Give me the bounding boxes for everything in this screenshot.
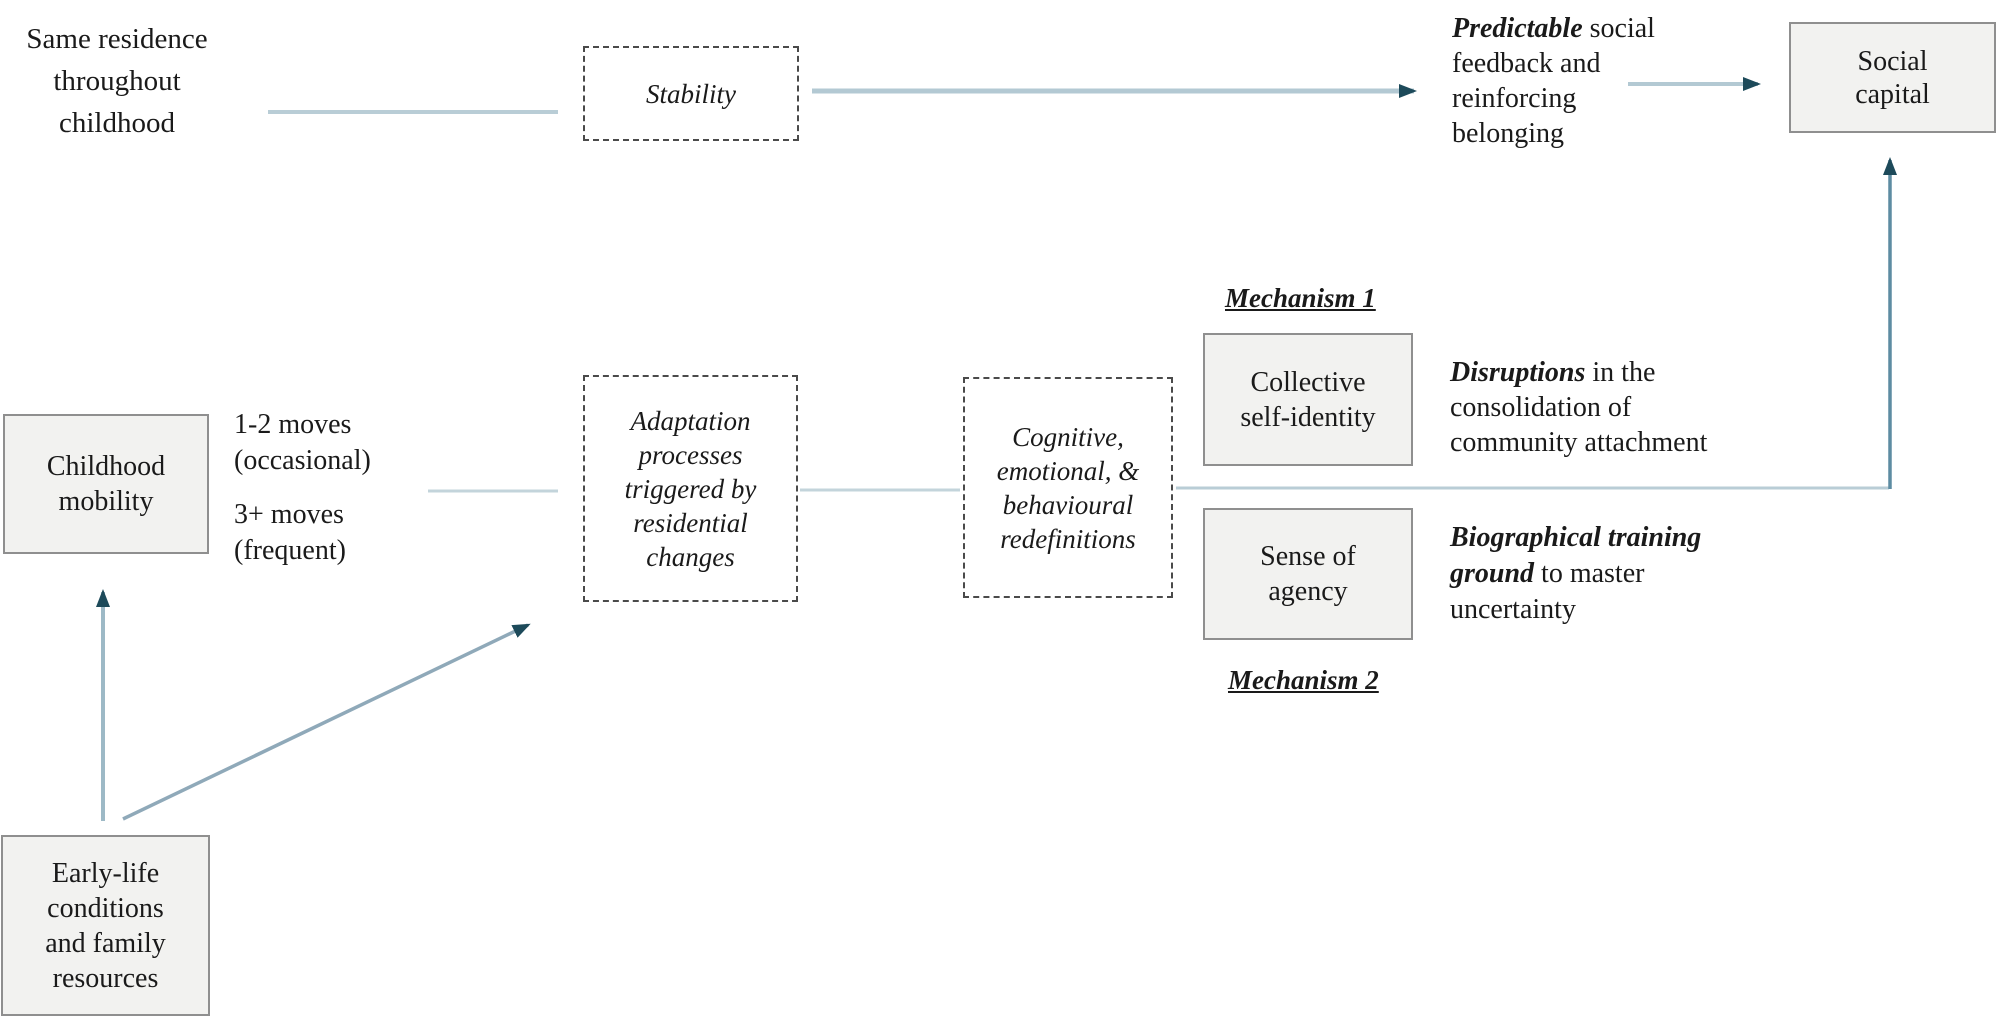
label-line: throughout (53, 65, 181, 97)
label-line: community attachment (1450, 427, 1708, 458)
label-moves-frequent: 3+ moves (frequent) (234, 497, 434, 569)
node-sense-of-agency: Sense of agency (1203, 508, 1413, 640)
label-biographical-training: Biographical training ground to master u… (1450, 520, 1770, 628)
node-label-line: Cognitive, (1012, 421, 1124, 452)
label-line: belonging (1452, 118, 1564, 149)
label-text: social (1582, 13, 1655, 44)
node-cognitive-redefinitions: Cognitive, emotional, & behavioural rede… (963, 377, 1173, 598)
label-text: to master (1534, 558, 1645, 589)
node-early-life-conditions: Early-life conditions and family resourc… (1, 835, 210, 1016)
emphasis-text: Disruptions (1450, 357, 1586, 388)
label-line: feedback and (1452, 48, 1601, 79)
emphasis-text: Biographical training (1450, 522, 1702, 553)
node-label-line: triggered by (624, 473, 757, 504)
node-label-line: Childhood (46, 451, 166, 482)
label-mechanism-2: Mechanism 2 (1228, 665, 1379, 695)
node-label-line: and family (45, 927, 166, 959)
node-label-line: Collective (1250, 366, 1366, 398)
label-mechanism-1: Mechanism 1 (1225, 283, 1376, 313)
label-line: Same residence (26, 23, 208, 55)
label-line: uncertainty (1450, 594, 1576, 625)
label-line: (frequent) (234, 535, 346, 566)
node-label-line: residential (633, 507, 748, 538)
node-label-line: resources (52, 962, 159, 994)
label-same-residence: Same residence throughout childhood (8, 18, 226, 144)
label-moves-occasional: 1-2 moves (occasional) (234, 407, 434, 479)
node-label-line: agency (1268, 576, 1348, 607)
label-line: ground to master (1450, 556, 1770, 592)
node-label-line: behavioural (1002, 489, 1134, 520)
node-label-line: conditions (47, 892, 164, 924)
label-line: reinforcing (1452, 83, 1577, 114)
label-line: (occasional) (234, 445, 371, 476)
label-line: Biographical training (1450, 520, 1770, 556)
node-childhood-mobility: Childhood mobility (3, 414, 209, 554)
node-social-capital: Social capital (1789, 22, 1996, 133)
label-line: Predictable social (1452, 11, 1742, 46)
label-predictable-feedback: Predictable social feedback and reinforc… (1452, 11, 1742, 151)
label-line: consolidation of (1450, 392, 1632, 423)
label-disruptions: Disruptions in the consolidation of comm… (1450, 355, 1770, 460)
label-line: Disruptions in the (1450, 355, 1770, 390)
node-adaptation-processes: Adaptation processes triggered by reside… (583, 375, 798, 602)
node-label-line: self-identity (1240, 401, 1376, 433)
node-label-line: emotional, & (996, 455, 1140, 486)
node-label: Stability (646, 78, 736, 109)
node-label-line: redefinitions (1000, 523, 1136, 554)
node-label-line: Early-life (51, 857, 160, 889)
arrow-early-life-to-adaptation (122, 623, 531, 821)
node-label-line: Adaptation (630, 405, 751, 436)
label-line: 3+ moves (234, 499, 344, 530)
node-label-line: Sense of (1260, 541, 1356, 572)
label-line: childhood (59, 107, 175, 139)
node-label-line: Social (1857, 45, 1928, 77)
node-stability: Stability (583, 46, 799, 141)
node-label-line: mobility (58, 486, 154, 517)
node-label-line: changes (646, 541, 735, 572)
emphasis-text: Predictable (1452, 13, 1583, 44)
node-label-line: processes (638, 439, 743, 470)
label-text: in the (1585, 357, 1656, 388)
label-line: 1-2 moves (234, 409, 352, 440)
emphasis-text: ground (1450, 558, 1535, 589)
node-collective-self-identity: Collective self-identity (1203, 333, 1413, 466)
node-label-line: capital (1855, 78, 1930, 110)
